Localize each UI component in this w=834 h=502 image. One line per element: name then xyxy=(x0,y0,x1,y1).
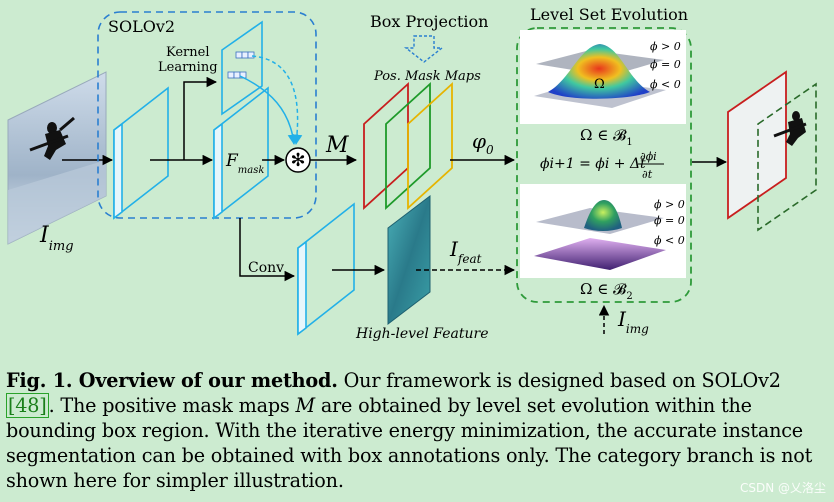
solov2-box xyxy=(97,11,317,219)
high-level-feature-map xyxy=(387,194,431,326)
caption-period: . xyxy=(48,394,55,417)
surface-plot-1: Ω ϕ > 0 ϕ = 0 ϕ < 0 xyxy=(520,30,686,124)
phi-negative-2: ϕ < 0 xyxy=(654,234,685,247)
svg-text:ϕi+1 = ϕi + Δt: ϕi+1 = ϕi + Δt xyxy=(540,156,646,172)
kernel-branch-arrow xyxy=(183,76,218,160)
citation-link[interactable]: [48] xyxy=(6,393,49,418)
output-mask-red xyxy=(727,70,787,220)
mask-feature-map xyxy=(213,86,269,220)
phi-zero-1: ϕ = 0 xyxy=(650,58,681,71)
phi-positive-1: ϕ > 0 xyxy=(650,40,681,53)
figure-caption: Fig. 1. Overview of our method. Our fram… xyxy=(6,368,830,493)
mask-map-green xyxy=(385,81,431,211)
pos-mask-maps-label: Pos. Mask Maps xyxy=(373,69,481,84)
omega-b2-label: Ω ∈ 𝓑2 xyxy=(580,280,633,302)
method-overview-figure: Iimg SOLOv2 Kernel Learning Fmask ✻ M Co… xyxy=(7,5,817,342)
caption-text-1: Our framework is designed based on SOLOv… xyxy=(343,369,781,392)
mask-map-yellow xyxy=(407,81,453,211)
conv-branch-arrow xyxy=(239,218,296,282)
caption-text-4: are obtained by level set evolution with… xyxy=(6,394,813,492)
box-projection-arrow-icon xyxy=(403,35,445,63)
phi0-label: φ0 xyxy=(472,129,494,157)
kernel-solid-arrow xyxy=(239,75,299,146)
svg-text:∂t: ∂t xyxy=(642,168,653,181)
svg-text:∂ϕi: ∂ϕi xyxy=(640,150,657,163)
phi-positive-2: ϕ > 0 xyxy=(654,198,685,211)
kernel-map xyxy=(221,20,263,116)
snowboarder-silhouette xyxy=(29,116,75,160)
conv-feature-map xyxy=(297,202,355,336)
phi-zero-2: ϕ = 0 xyxy=(654,214,685,227)
i-img-label: Iimg xyxy=(39,223,74,254)
input-image xyxy=(7,71,107,245)
watermark: CSDN @乂洛尘 xyxy=(739,481,826,495)
output-silhouette xyxy=(773,111,807,146)
f-mask-label: Fmask xyxy=(225,151,264,176)
m-label: M xyxy=(325,133,349,158)
surface-plot-2: ϕ > 0 ϕ = 0 ϕ < 0 xyxy=(520,184,686,278)
omega-b1-label: Ω ∈ 𝓑1 xyxy=(580,126,633,148)
omega-label-1: Ω xyxy=(594,77,605,92)
level-set-box xyxy=(516,27,692,303)
box-projection-label: Box Projection xyxy=(370,12,488,31)
solov2-label: SOLOv2 xyxy=(108,17,175,36)
i-feat-label: Ifeat xyxy=(449,237,482,266)
caption-text-3: The positive mask maps xyxy=(60,394,290,417)
backbone-feature-map xyxy=(113,86,169,220)
kernel-learning-label: Kernel Learning xyxy=(158,45,218,75)
high-level-feature-label: High-level Feature xyxy=(355,326,488,342)
update-formula: ϕi+1 = ϕi + Δt ∂ϕi ∂t xyxy=(540,150,664,181)
kernel-cubes xyxy=(227,51,255,79)
phi-negative-1: ϕ < 0 xyxy=(650,78,681,91)
svg-text:✻: ✻ xyxy=(290,150,305,171)
conv-label: Conv xyxy=(248,260,284,276)
output-mask-dashed xyxy=(757,82,817,232)
level-set-title: Level Set Evolution xyxy=(530,5,688,24)
caption-m-symbol: M xyxy=(295,394,315,417)
i-img-level-set-label: Iimg xyxy=(617,307,649,336)
caption-label: Fig. 1. Overview of our method. xyxy=(6,369,338,392)
kernel-dashed-arrow xyxy=(251,55,303,146)
